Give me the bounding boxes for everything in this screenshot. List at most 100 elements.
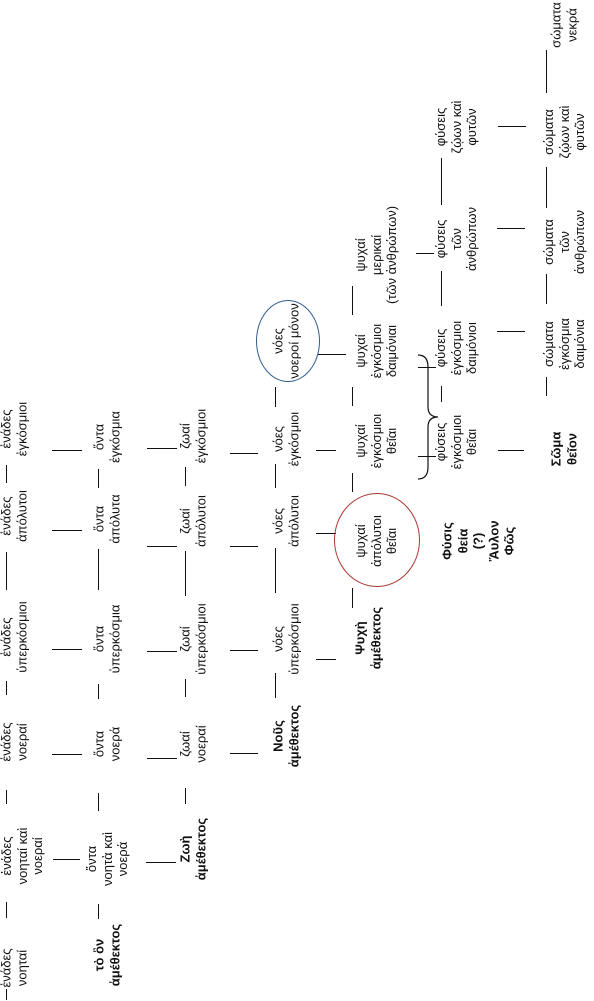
- node-natures-human: φύσεις τῶν ἀνθρώπων: [433, 207, 480, 271]
- connector-line: [147, 758, 177, 759]
- node-line: ὄντα: [83, 845, 99, 873]
- connector-line: [230, 753, 258, 754]
- node-line: τὸ ὂν: [91, 938, 107, 972]
- node-line: ἀμέθεκτος: [107, 923, 122, 987]
- node-line: φυτῶν: [463, 108, 479, 146]
- connector-line: [6, 989, 7, 1000]
- node-line: ἀμέθεκτος: [286, 704, 301, 768]
- node-lives-encosmic: ζωαί ἐγκόσμιοι: [178, 409, 209, 463]
- connector-line: [147, 448, 177, 449]
- connector-line: [6, 681, 7, 695]
- node-line: Ψυχὴ: [352, 621, 368, 655]
- node-intellects-hypercosmic: νόες ὑπερκόσμιοι: [271, 603, 302, 674]
- connector-line: [6, 902, 7, 918]
- connector-line: [316, 450, 336, 451]
- connector-line: [230, 546, 258, 547]
- connector-line: [498, 126, 526, 127]
- node-intellects-absolute: νόες ἀπόλυτοι: [271, 495, 302, 547]
- connector-line: [352, 387, 353, 406]
- node-bodies-animals-plants: σώματα ζῴων καὶ φυτῶν: [541, 106, 588, 159]
- node-line: νοητὰ καὶ: [99, 832, 115, 886]
- connector-line: [275, 464, 276, 488]
- node-line: ἐγκόσμια: [556, 318, 572, 370]
- node-henads-absolute: ἑνάδες ἀπόλυτοι: [0, 490, 30, 542]
- connector-line: [98, 684, 99, 699]
- node-line: θεῖον: [564, 433, 579, 465]
- connector-line: [352, 473, 353, 492]
- node-souls-partial-human: ψυχαί μερικαί (τῶν ἀνθρώπων): [353, 206, 400, 304]
- connector-line: [147, 546, 177, 547]
- connector-line: [185, 467, 186, 486]
- node-line: νοεραί: [14, 723, 29, 761]
- node-souls-encosmic-divine: ψυχαί ἐγκόσμιοι θεῖαι: [353, 414, 400, 468]
- connector-line: [6, 552, 7, 590]
- node-line: (?): [470, 532, 486, 550]
- node-line: ἀμέθεκτος: [368, 606, 383, 670]
- node-henads-encosmic: ἑνάδες ἐγκόσμιοι: [0, 402, 30, 456]
- connector-line: [318, 354, 346, 355]
- connector-line: [497, 331, 525, 332]
- node-line: νόες: [270, 508, 286, 534]
- node-line: ἑνάδες: [0, 409, 14, 449]
- node-line: (τῶν ἀνθρώπων): [383, 205, 399, 305]
- connector-line: [98, 469, 99, 488]
- connector-line: [98, 904, 99, 919]
- connector-line: [98, 549, 99, 590]
- node-line: φυτῶν: [571, 113, 587, 151]
- node-intellect-unparticipated: Νοῦς ἀμέθεκτος: [271, 705, 302, 767]
- node-line: ἑνάδες: [0, 948, 14, 988]
- node-line: ψυχαί: [352, 424, 368, 458]
- node-line: ὄντα: [91, 730, 107, 758]
- connector-line: [98, 793, 99, 811]
- connector-line: [6, 465, 7, 483]
- node-line: ἀπόλυτοι: [193, 495, 208, 547]
- node-line: μερικαί: [368, 234, 384, 276]
- node-line: σώματα: [548, 2, 564, 48]
- node-henads-intelligible-intellective: ἑνάδες νοηταί καὶ νοεραί: [0, 828, 45, 885]
- node-line: τῶν: [448, 228, 464, 250]
- node-line: σώματα: [540, 321, 556, 367]
- node-line: ἐγκόσμιοι: [193, 408, 208, 464]
- node-line: Φῶς: [501, 526, 517, 556]
- connector-line: [6, 790, 7, 804]
- node-line: ἐγκόσμιοι: [368, 323, 384, 379]
- node-line: νοηταί: [14, 949, 29, 987]
- connector-line: [546, 50, 547, 93]
- node-henads-intellective: ἑνάδες νοεραί: [0, 722, 30, 761]
- node-nature-divine-immaterial-light: Φύσις θεία (?) Ἄυλον Φῶς: [439, 520, 517, 561]
- node-beings-intellective: ὄντα νοερά: [92, 727, 123, 761]
- connector-line: [52, 754, 82, 755]
- node-line: ζῴων καὶ: [448, 100, 464, 154]
- node-bodies-dead: σώματα νεκρά: [549, 2, 580, 48]
- node-line: νοεραί: [193, 725, 208, 763]
- node-beings-encosmic: ὄντα ἐγκόσμια: [92, 411, 123, 463]
- node-line: ζωαί: [177, 423, 193, 449]
- node-being-unparticipated: τὸ ὂν ἀμέθεκτος: [92, 924, 123, 986]
- connector-line: [498, 450, 524, 451]
- node-line: ὄντα: [91, 625, 107, 653]
- node-line: ἀνθρώπων: [571, 209, 587, 275]
- node-line: ὑπερκόσμιοι: [193, 603, 208, 675]
- connector-line: [52, 530, 82, 531]
- connector-line: [316, 659, 336, 660]
- node-line: ἐγκόσμιοι: [286, 411, 301, 467]
- connector-line: [230, 453, 258, 454]
- node-line: θεῖαι: [383, 427, 399, 455]
- node-lives-intellective: ζωαί νοεραί: [178, 725, 209, 762]
- node-line: ἀπόλυτοι: [14, 490, 29, 542]
- node-line: Ἄυλον: [485, 520, 501, 562]
- node-line: ψυχαί: [352, 238, 368, 272]
- node-line: νοερά: [114, 841, 130, 877]
- node-line: δαιμόνιαι: [383, 324, 399, 378]
- node-souls-encosmic-daemonic: ψυχαί ἐγκόσμιοι δαιμόνιαι: [353, 324, 400, 378]
- node-line: νοεραί: [29, 837, 45, 875]
- node-line: ἀπόλυτοι: [286, 495, 301, 547]
- node-line: ὑπερκόσμια: [107, 604, 122, 674]
- node-line: ἑνάδες: [0, 496, 14, 536]
- connector-line: [441, 158, 442, 205]
- node-line: θεῖαι: [463, 428, 479, 456]
- node-line: Φύσις: [439, 522, 455, 560]
- node-body-divine: Σῶμα θεῖον: [549, 432, 580, 467]
- node-line: νόες: [270, 626, 286, 652]
- node-beings-intelligible-intellective: ὄντα νοητὰ καὶ νοερά: [84, 832, 131, 886]
